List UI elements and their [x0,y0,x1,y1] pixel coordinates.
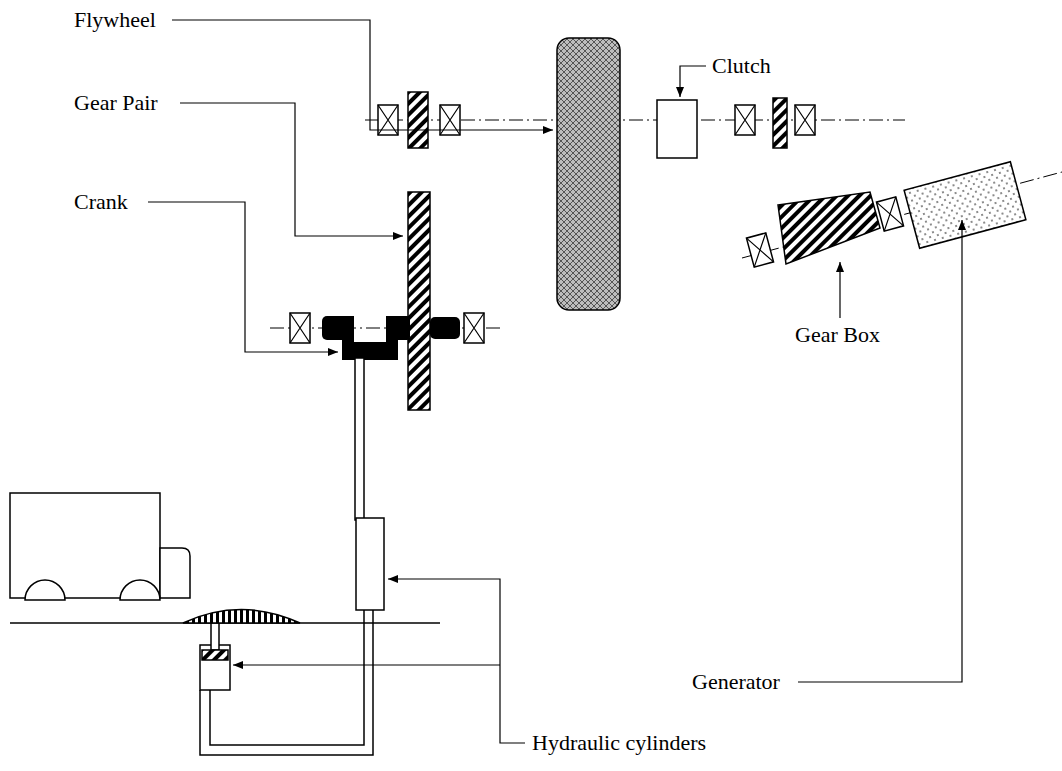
part-label: Gear Box [793,322,882,347]
label-holder: Generator [690,669,782,695]
upper-shaft [408,92,428,148]
label-holder: Flywheel [72,7,158,33]
road-and-truck [183,610,300,624]
part-label: Gear Pair [72,90,160,115]
part-label: Clutch [710,53,773,78]
hydraulic-system [210,610,364,745]
leader-line [388,579,525,743]
leader-line [148,202,338,352]
hydraulic-system [200,358,384,755]
crank-shaft [290,313,484,360]
hydraulic-system [200,610,373,755]
leader-line [839,262,840,318]
leader-line [680,66,706,97]
label-holder: Crank [72,189,130,215]
clutch-shaft [795,105,815,135]
gear-box [746,192,903,267]
part-label: Crank [72,189,130,214]
clutch-shaft [735,105,755,135]
generator [904,162,1026,248]
clutch-shaft [657,98,815,158]
gear-box [876,197,903,231]
hydraulic-system [356,518,384,610]
leader-line [172,20,553,130]
leader-line [180,103,403,236]
hydraulic-system [211,622,219,650]
leader-line [233,664,500,665]
crank-shaft [464,313,484,343]
upper-shaft [378,92,460,148]
road-and-truck [10,493,440,623]
leader-line [798,220,962,682]
label-holder: Clutch [710,53,773,79]
crank-shaft [290,313,310,343]
crank-shaft [430,317,460,339]
label-holder: Gear Box [793,322,882,348]
hydraulic-system [355,358,364,520]
part-label: Hydraulic cylinders [530,730,708,755]
label-holder: Hydraulic cylinders [530,730,708,756]
hydraulic-system [202,650,228,660]
road-and-truck [25,580,65,600]
large-gear [408,192,430,410]
road-and-truck [120,580,160,600]
leader-line [148,20,962,743]
clutch-shaft [657,100,697,158]
part-label: Flywheel [72,7,158,32]
label-holder: Gear Pair [72,90,160,116]
gear-box [778,192,880,264]
gear-box [746,233,773,267]
road-and-truck [160,548,190,598]
part-label: Generator [690,669,782,694]
crank-shaft [386,316,410,340]
clutch-shaft [773,98,787,148]
flywheel [557,38,620,310]
hydraulic-system [200,645,230,690]
